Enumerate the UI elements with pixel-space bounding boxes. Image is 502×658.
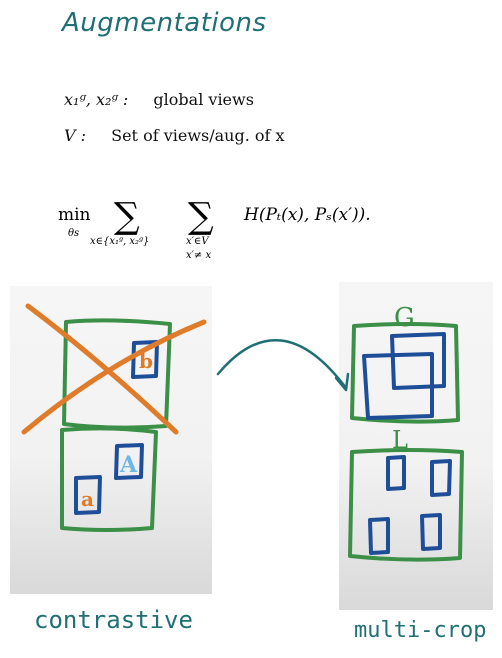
definition-symbol: x₁ᵍ, x₂ᵍ : xyxy=(64,90,129,109)
right-global-view-box xyxy=(350,322,460,424)
right-global-crop-2 xyxy=(390,332,446,390)
right-local-view-box xyxy=(348,448,464,562)
right-local-crop-4 xyxy=(420,513,442,551)
definition-symbol: V : xyxy=(64,126,87,145)
left-bottom-crop-A-box xyxy=(114,443,144,480)
formula-sum1-subscript: x∈{x₁ᵍ, x₂ᵍ} xyxy=(90,236,149,247)
right-local-crop-3 xyxy=(368,517,390,555)
left-bottom-view-box xyxy=(60,426,158,532)
formula-sum-2: ∑ xyxy=(188,196,214,237)
right-global-crop-1 xyxy=(362,352,434,420)
cross-out-stroke-1 xyxy=(25,303,179,435)
page-title: Augmentations xyxy=(62,8,267,38)
formula-min: min xyxy=(58,205,91,225)
cross-out-stroke-2 xyxy=(21,319,207,435)
formula-min-subscript: θs xyxy=(68,228,79,239)
definition-global-views: x₁ᵍ, x₂ᵍ : global views xyxy=(64,90,254,109)
label-G: G xyxy=(394,303,415,333)
caption-multi-crop: multi-crop xyxy=(354,618,487,643)
label-b: b xyxy=(139,349,153,373)
arrow-shaft xyxy=(216,339,348,390)
right-local-crop-2 xyxy=(430,459,452,497)
arrow-head xyxy=(334,372,350,392)
formula-sum2-subscript-line1: x′∈V xyxy=(186,236,210,247)
right-local-crop-1 xyxy=(386,455,406,491)
definition-text: Set of views/aug. of x xyxy=(111,126,285,145)
loss-formula: min θs ∑ x∈{x₁ᵍ, x₂ᵍ} ∑ x′∈V x′≠ x H(Pₜ(… xyxy=(58,196,371,261)
definition-text: global views xyxy=(153,90,254,109)
formula-sum-1: ∑ xyxy=(114,196,140,237)
formula-sum2-subscript-line2: x′≠ x xyxy=(186,250,211,261)
contrastive-sketch-panel xyxy=(10,286,212,594)
caption-contrastive: contrastive xyxy=(34,606,193,634)
label-L: L xyxy=(392,426,408,454)
label-a: a xyxy=(81,487,94,511)
left-bottom-crop-a-box xyxy=(74,475,102,515)
left-top-crop-box xyxy=(131,340,159,379)
label-A: A xyxy=(119,452,138,478)
formula-term: H(Pₜ(x), Pₛ(x′)). xyxy=(243,205,371,225)
definition-views-set: V : Set of views/aug. of x xyxy=(64,126,285,145)
